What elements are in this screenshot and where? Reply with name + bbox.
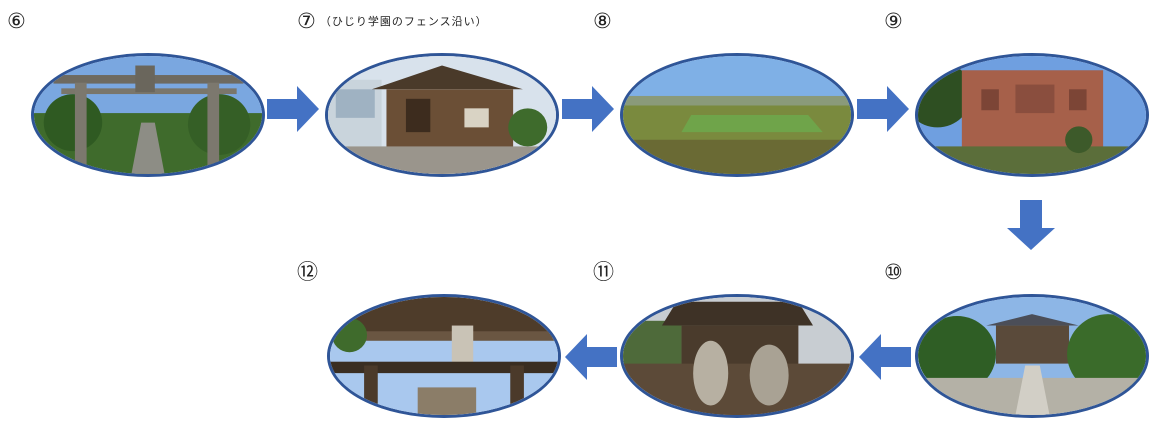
step-7-note: （ひじり学園のフェンス沿い） bbox=[319, 15, 488, 28]
step-11-label: ⑪ bbox=[593, 260, 614, 284]
step-7-label: ⑦（ひじり学園のフェンス沿い） bbox=[297, 11, 488, 32]
step-8-label: ⑧ bbox=[593, 9, 612, 33]
step-10-label: ⑩ bbox=[884, 260, 903, 284]
arrow-down-9-to-10 bbox=[1007, 200, 1055, 250]
step-7-number: ⑦ bbox=[297, 9, 316, 33]
photo-7-temple bbox=[325, 53, 559, 177]
photo-10-shrine-path bbox=[915, 294, 1149, 418]
step-6-label: ⑥ bbox=[7, 9, 26, 33]
step-12-label: ⑫ bbox=[297, 260, 318, 284]
photo-6-torii-gate bbox=[31, 53, 265, 177]
photo-11-stone-statues bbox=[620, 294, 854, 418]
photo-12-wooden-gate bbox=[327, 294, 561, 418]
photo-8-landscape bbox=[620, 53, 854, 177]
arrow-left-11-to-12 bbox=[565, 334, 617, 380]
arrow-right-7-to-8 bbox=[562, 86, 614, 132]
arrow-right-6-to-7 bbox=[267, 86, 319, 132]
arrow-left-10-to-11 bbox=[859, 334, 911, 380]
arrow-right-8-to-9 bbox=[857, 86, 909, 132]
photo-9-brick-ruin bbox=[915, 53, 1149, 177]
step-9-label: ⑨ bbox=[884, 9, 903, 33]
